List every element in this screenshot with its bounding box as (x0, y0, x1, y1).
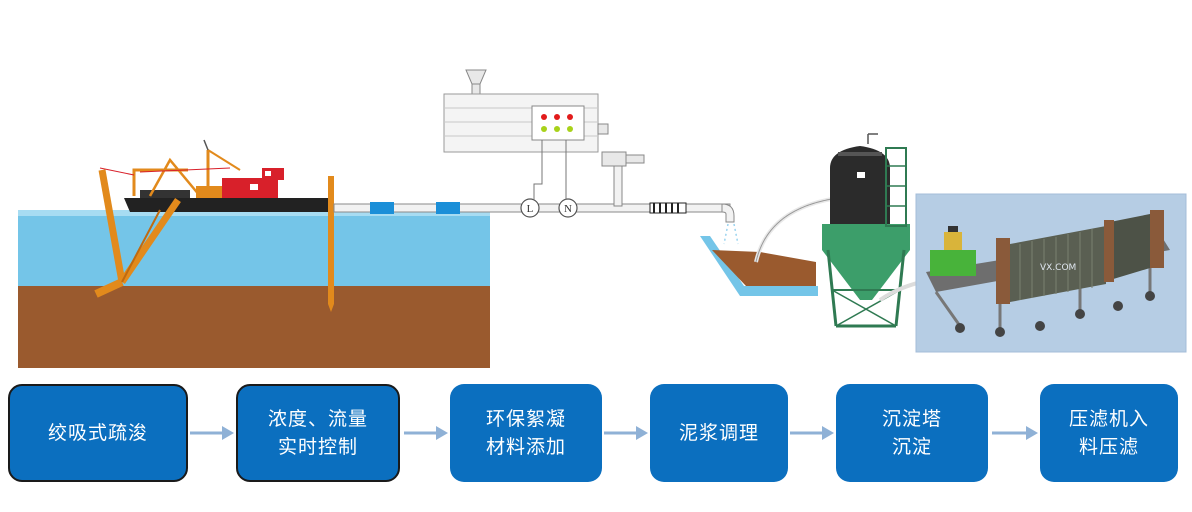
step-concentration-flow-control: 浓度、流量 实时控制 (236, 384, 400, 482)
density-meter-n: N (558, 198, 578, 218)
meter-l-label: L (527, 203, 534, 215)
flow-arrow-icon (790, 426, 834, 440)
flow-arrow-icon (992, 426, 1038, 440)
meter-n-label: N (564, 203, 572, 215)
step-filter-press: 压滤机入 料压滤 (1040, 384, 1178, 482)
settling-tower (754, 133, 931, 328)
step-cutter-suction-dredging: 绞吸式疏浚 (8, 384, 188, 482)
flow-arrow-icon (190, 426, 234, 440)
flow-arrow-icon (604, 426, 648, 440)
filter-press-panel: VX.COM (915, 193, 1187, 353)
process-illustration: L N (18, 69, 1187, 368)
flow-meter-l: L (520, 198, 540, 218)
step-label: 沉淀塔 沉淀 (881, 408, 942, 458)
slurry-conditioning-trough (700, 223, 818, 296)
step-slurry-conditioning: 泥浆调理 (650, 384, 788, 482)
step-label: 环保絮凝 材料添加 (485, 408, 566, 458)
step-label: 绞吸式疏浚 (47, 422, 148, 444)
cutter-suction-dredger (94, 139, 334, 312)
flow-arrow-icon (404, 426, 448, 440)
dredging-basin (18, 210, 490, 368)
flocculant-dosing-unit (443, 69, 645, 207)
step-flocculant-addition: 环保絮凝 材料添加 (450, 384, 602, 482)
step-settling-tower: 沉淀塔 沉淀 (836, 384, 988, 482)
step-label: 泥浆调理 (678, 422, 759, 444)
step-label: 浓度、流量 实时控制 (267, 408, 368, 458)
watermark-text: VX.COM (1040, 263, 1076, 273)
step-label: 压滤机入 料压滤 (1068, 408, 1149, 458)
